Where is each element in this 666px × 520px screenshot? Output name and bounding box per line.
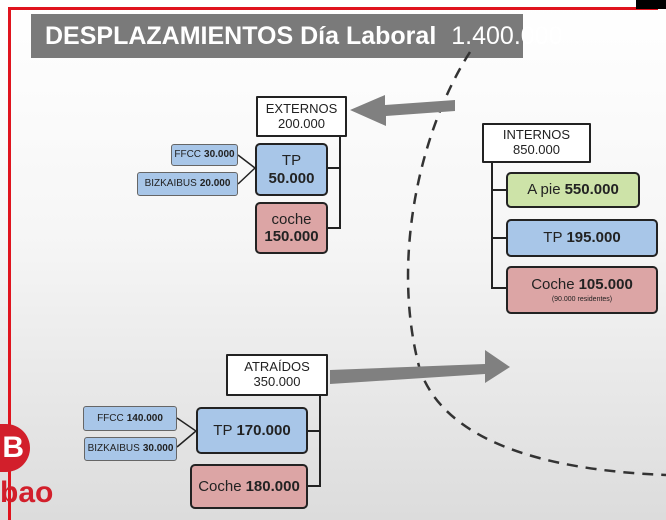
externos-bizkaibus-box: BIZKAIBUS 20.000: [137, 172, 238, 196]
atraidos-tp-connector: [176, 417, 198, 448]
externos-coche-box: coche 150.000: [255, 202, 328, 254]
internos-tp-label: TP: [543, 229, 563, 247]
internos-coche-label: Coche: [531, 276, 575, 294]
externos-tp-label: TP: [281, 152, 302, 170]
atraidos-tp-value: 170.000: [236, 421, 291, 439]
atraidos-connector: [308, 395, 321, 487]
title-banner: DESPLAZAMIENTOS Día Laboral 1.400.000: [31, 14, 562, 58]
arrow-externos-icon: [350, 95, 455, 126]
externos-bizkaibus-label: BIZKAIBUS: [144, 178, 197, 190]
atraidos-box: ATRAÍDOS 350.000: [226, 354, 328, 396]
title-text: DESPLAZAMIENTOS Día Laboral: [45, 21, 437, 50]
externos-tp-box: TP 50.000: [255, 143, 328, 196]
internos-label: INTERNOS: [502, 127, 571, 143]
externos-bizkaibus-value: 20.000: [199, 178, 231, 190]
corner-mark: [636, 0, 666, 9]
externos-ffcc-box: FFCC 30.000: [171, 144, 238, 166]
externos-label: EXTERNOS: [265, 100, 338, 116]
frame-top-border: [8, 7, 658, 10]
internos-tp-box: TP 195.000: [506, 219, 658, 257]
arrow-atraidos-icon: [330, 350, 510, 384]
boundary-dashed-arc: [406, 51, 666, 477]
internos-a-pie-value: 550.000: [564, 181, 619, 199]
internos-coche-box: Coche 105.000 (90.000 residentes): [506, 266, 658, 314]
externos-tp-connector: [237, 154, 257, 185]
internos-coche-value: 105.000: [578, 276, 633, 294]
internos-box: INTERNOS 850.000: [482, 123, 591, 163]
internos-a-pie-box: A pie 550.000: [506, 172, 640, 208]
internos-tp-value: 195.000: [566, 229, 621, 247]
atraidos-bizkaibus-value: 30.000: [142, 443, 174, 455]
atraidos-value: 350.000: [253, 374, 301, 389]
externos-ffcc-label: FFCC: [174, 149, 202, 161]
internos-value: 850.000: [513, 142, 560, 157]
atraidos-tp-label: TP: [213, 421, 233, 439]
atraidos-coche-value: 180.000: [245, 477, 300, 495]
title-total: 1.400.000: [451, 21, 563, 50]
externos-box: EXTERNOS 200.000: [256, 96, 347, 137]
internos-connector: [491, 163, 506, 289]
externos-connector: [328, 136, 341, 229]
externos-tp-value: 50.000: [268, 169, 315, 187]
atraidos-bizkaibus-box: BIZKAIBUS 30.000: [84, 437, 177, 461]
atraidos-ffcc-value: 140.000: [126, 412, 163, 424]
externos-coche-value: 150.000: [264, 228, 319, 245]
atraidos-ffcc-label: FFCC: [97, 412, 124, 424]
frame-left-border: [8, 7, 11, 520]
atraidos-coche-box: Coche 180.000: [190, 464, 308, 509]
externos-value: 200.000: [278, 115, 325, 131]
internos-a-pie-label: A pie: [527, 181, 561, 199]
externos-coche-label: coche: [271, 210, 312, 228]
atraidos-tp-box: TP 170.000: [196, 407, 308, 454]
atraidos-coche-label: Coche: [198, 477, 242, 495]
externos-ffcc-value: 30.000: [204, 149, 235, 161]
bilbao-logo-text: bao: [0, 476, 54, 509]
atraidos-label: ATRAÍDOS: [244, 359, 310, 375]
atraidos-ffcc-box: FFCC 140.000: [83, 406, 177, 431]
logo-mark: B: [2, 431, 24, 464]
atraidos-bizkaibus-label: BIZKAIBUS: [87, 443, 140, 455]
internos-coche-note: (90.000 residentes): [551, 295, 613, 303]
